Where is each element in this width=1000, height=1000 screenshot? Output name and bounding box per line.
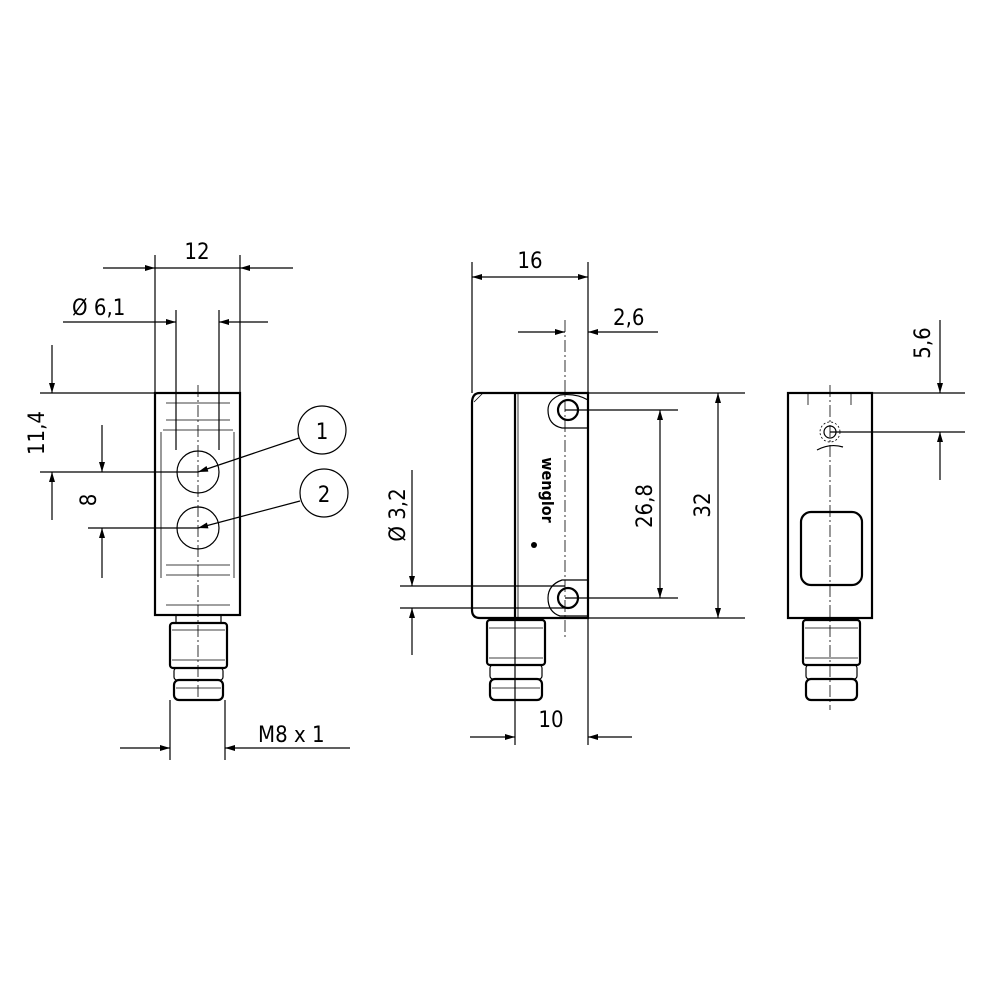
dim-connector-offset: 10 bbox=[538, 708, 563, 733]
dim-led-offset: 5,6 bbox=[911, 327, 936, 358]
callout-1-circle bbox=[297, 405, 347, 455]
dim-lens-diameter: Ø 6,1 bbox=[72, 296, 125, 321]
side-housing bbox=[470, 391, 590, 620]
callout-1: 1 bbox=[316, 420, 329, 445]
callout-2-circle bbox=[299, 468, 349, 518]
dim-thread: M8 x 1 bbox=[258, 723, 325, 748]
brand-logo: wenglor bbox=[538, 457, 557, 523]
dim-side-width: 16 bbox=[517, 249, 542, 274]
rear-view: 5,6 bbox=[786, 320, 965, 710]
dim-hole-spacing: 26,8 bbox=[633, 484, 658, 528]
rear-window bbox=[799, 510, 864, 587]
side-view: wenglor 16 2,6 26,8 32 Ø 3,2 bbox=[386, 249, 745, 745]
dim-hole-offset: 2,6 bbox=[613, 306, 644, 331]
front-housing bbox=[153, 391, 242, 617]
front-view: 12 Ø 6,1 11,4 8 1 2 M8 x 1 bbox=[25, 240, 350, 760]
dim-hole-diameter: Ø 3,2 bbox=[386, 488, 411, 541]
dim-front-width: 12 bbox=[184, 240, 209, 265]
callout-2: 2 bbox=[318, 483, 331, 508]
dim-height: 32 bbox=[691, 492, 716, 517]
dim-lens-spacing: 8 bbox=[77, 494, 102, 507]
dim-lens-offset: 11,4 bbox=[25, 411, 50, 455]
